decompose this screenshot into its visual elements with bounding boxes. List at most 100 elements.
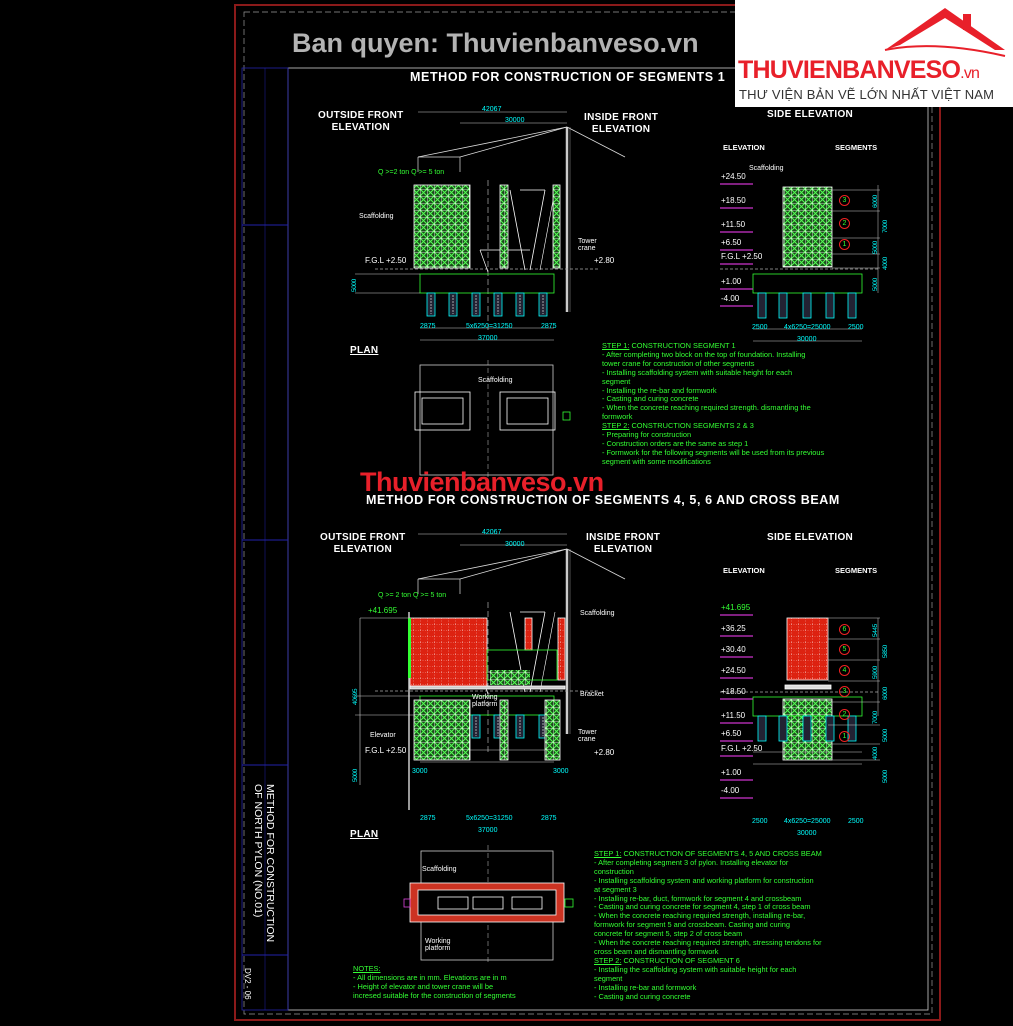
- scaffolding-block: [499, 184, 509, 269]
- side-pile: [802, 292, 812, 319]
- step-line: STEP 2: CONSTRUCTION SEGMENTS 2 & 3: [602, 421, 824, 431]
- logo-brand: THUVIENBANVESO: [738, 56, 961, 84]
- elevation-level-label: +24.50: [721, 172, 746, 181]
- upper-crane-capacity: Q >=2 ton Q >= 5 ton: [378, 169, 445, 176]
- step-line: STEP 1: CONSTRUCTION SEGMENT 1: [602, 341, 824, 351]
- upper-side-scaffolding-label: Scaffolding: [749, 165, 784, 172]
- elevation-level-label: +18.50: [721, 687, 746, 696]
- side-dim-bottom: 2500: [752, 324, 768, 331]
- elevator-top: [408, 618, 411, 678]
- step-line: - When the concrete reaching required st…: [602, 403, 824, 413]
- crane-counter-jib: [566, 126, 626, 158]
- step-line: at segment 3: [594, 884, 822, 895]
- step-line: - When the concrete reaching required st…: [594, 911, 822, 921]
- upper-dim-bottom-mid: 5x6250=31250: [466, 323, 513, 330]
- upper-dim-bottom-right: 2875: [541, 323, 557, 330]
- upper-plan-label: PLAN: [350, 345, 379, 356]
- segment-height-dim: 5445: [872, 624, 879, 637]
- step-text: - Preparing for construction: [602, 430, 692, 440]
- elevation-level-label: +18.50: [721, 196, 746, 205]
- step-text: - Installing scaffolding system and work…: [594, 875, 814, 885]
- pylon-leg: [539, 611, 556, 693]
- side-pile: [825, 292, 835, 319]
- plan-working-platform: [417, 889, 557, 916]
- step-line: STEP 1: CONSTRUCTION OF SEGMENTS 4, 5 AN…: [594, 849, 822, 859]
- step-text: CONSTRUCTION OF SEGMENTS 4, 5 AND CROSS …: [621, 849, 822, 858]
- lower-crane-capacity: Q >= 2 ton Q >= 5 ton: [378, 592, 447, 599]
- step-text: segment with some modifications: [602, 456, 711, 466]
- scaffolding-block: [499, 699, 509, 761]
- elevation-level-label: +24.50: [721, 666, 746, 675]
- side-pile: [847, 715, 857, 742]
- step-line: - Formwork for the following segments wi…: [602, 448, 824, 458]
- segment-height-dim: 5000: [872, 278, 879, 291]
- drawing-title-line-2: OF NORTH PYLON (NO.01): [252, 784, 264, 918]
- upper-dim-5000: 5000: [351, 279, 358, 292]
- upper-tower-crane-label: Tower crane: [578, 238, 597, 252]
- side-pile: [847, 292, 857, 319]
- elevation-level-label: +11.50: [721, 711, 746, 720]
- step-text: - After completing segment 3 of pylon. I…: [594, 857, 789, 867]
- pylon-leg: [539, 189, 556, 271]
- elevations-and-plans: [355, 111, 880, 965]
- lower-dim-40695: 40695: [352, 688, 359, 705]
- step-text: - Installing re-bar, duct, formwork for …: [594, 893, 802, 903]
- lower-scaffolding-label: Scaffolding: [580, 610, 615, 617]
- upper-scaffolding-label: Scaffolding: [359, 213, 394, 220]
- plan-scaffold: [414, 391, 471, 431]
- side-dim-bottom: 4x6250=25000: [784, 818, 831, 825]
- elevation-level-label: F.G.L +2.50: [721, 252, 763, 261]
- crane-jib: [459, 548, 568, 580]
- lower-plan-label: PLAN: [350, 829, 379, 840]
- step-text: at segment 3: [594, 884, 637, 894]
- upper-side-elevation-label: SIDE ELEVATION: [767, 109, 854, 120]
- red-scaffolding-block: [409, 617, 488, 689]
- step-text: segment: [602, 376, 631, 386]
- lower-section-title: METHOD FOR CONSTRUCTION OF SEGMENTS 4, 5…: [366, 493, 840, 507]
- note-line: incresed suitable for the construction o…: [353, 990, 516, 1000]
- step-line: - After completing segment 3 of pylon. I…: [594, 857, 822, 868]
- elevation-level-label: +41.695: [721, 603, 751, 612]
- step-text: CONSTRUCTION SEGMENT 1: [629, 341, 736, 350]
- logo-tld: .vn: [960, 65, 980, 82]
- watermark-grey: Ban quyen: Thuvienbanveso.vn: [292, 28, 699, 58]
- lower-top-level: +41.695: [368, 606, 398, 615]
- step-line: - Construction orders are the same as st…: [602, 439, 824, 449]
- working-platform: [409, 685, 566, 690]
- elevation-level-label: +1.00: [721, 277, 742, 286]
- step-line: - When the concrete reaching required st…: [594, 938, 822, 948]
- lower-dim-bottom-right: 2875: [541, 815, 557, 822]
- red-scaffolding-block: [524, 617, 533, 651]
- lower-plan-scaffolding-label: Scaffolding: [422, 866, 457, 873]
- lower-elevation-header: ELEVATION: [723, 566, 765, 575]
- crane-counter-jib: [566, 548, 626, 580]
- step-text: CONSTRUCTION OF SEGMENT 6: [621, 955, 740, 965]
- elevation-level-label: +6.50: [721, 238, 742, 247]
- lower-dim-bottom-left: 2875: [420, 815, 436, 822]
- upper-construction-steps: STEP 1: CONSTRUCTION SEGMENT 1- After co…: [602, 341, 824, 467]
- scaffolding-block: [552, 184, 561, 269]
- step-text: - Casting and curing concrete: [602, 394, 699, 404]
- segment-number-circle: 1: [839, 731, 850, 742]
- plan-outline: [419, 364, 554, 476]
- step-line: - Casting and curing concrete for segmen…: [594, 902, 822, 912]
- side-dim-total: 30000: [797, 336, 817, 343]
- plan-crane-base: [562, 411, 571, 421]
- side-dim-bottom: 2500: [848, 818, 864, 825]
- upper-dim-total: 37000: [478, 335, 498, 342]
- plan-pylon: [506, 397, 549, 425]
- step-line: segment: [602, 376, 824, 387]
- pylon-leg: [509, 189, 526, 271]
- side-pile: [825, 715, 835, 742]
- plan-crane-base: [564, 898, 574, 908]
- step-heading: STEP 1:: [594, 849, 622, 858]
- sheet-frame: [234, 4, 941, 1021]
- step-text: - Installing the scaffolding system with…: [594, 964, 797, 974]
- segment-height-dim: 7000: [872, 711, 879, 724]
- upper-fgl-level: F.G.L +2.50: [365, 256, 407, 265]
- upper-segments-header: SEGMENTS: [835, 143, 878, 152]
- step-text: - When the concrete reaching required st…: [594, 911, 806, 921]
- lower-fgl-level: F.G.L +2.50: [365, 746, 407, 755]
- crane-jib: [459, 126, 568, 158]
